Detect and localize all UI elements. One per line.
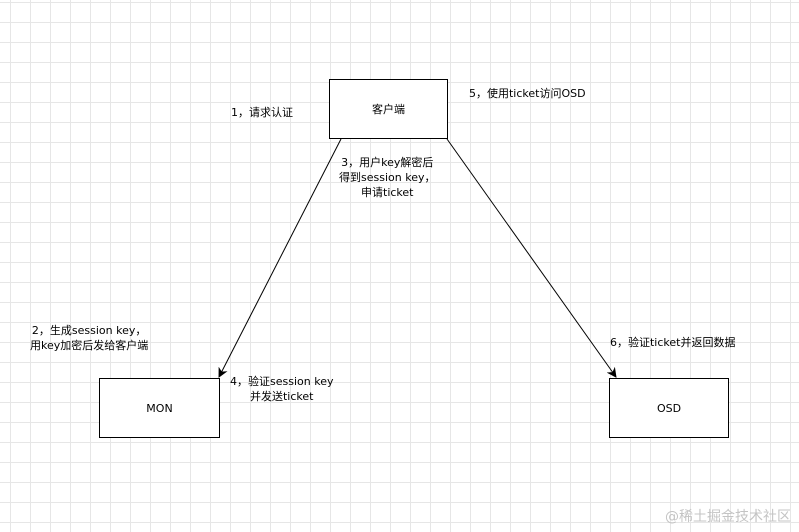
osd-node-label: OSD bbox=[656, 401, 682, 415]
arrow-client-to-osd bbox=[446, 138, 617, 378]
client-node: 客户端 bbox=[329, 79, 448, 139]
step4-label: 4，验证session key 并发送ticket bbox=[230, 375, 334, 403]
step3-label: 3，用户key解密后 得到session key， 申请ticket bbox=[339, 156, 436, 199]
watermark: @稀土掘金技术社区 bbox=[665, 509, 791, 525]
arrow-client-to-mon bbox=[218, 138, 342, 378]
client-node-label: 客户端 bbox=[372, 103, 405, 116]
step5-label: 5，使用ticket访问OSD bbox=[469, 87, 586, 100]
step2-label: 2，生成session key， 用key加密后发给客户端 bbox=[30, 324, 149, 352]
mon-node-label: MON bbox=[146, 401, 173, 415]
osd-node: OSD bbox=[609, 378, 729, 438]
step1-label: 1，请求认证 bbox=[231, 106, 293, 119]
step6-label: 6，验证ticket并返回数据 bbox=[610, 336, 736, 349]
mon-node: MON bbox=[99, 378, 220, 438]
